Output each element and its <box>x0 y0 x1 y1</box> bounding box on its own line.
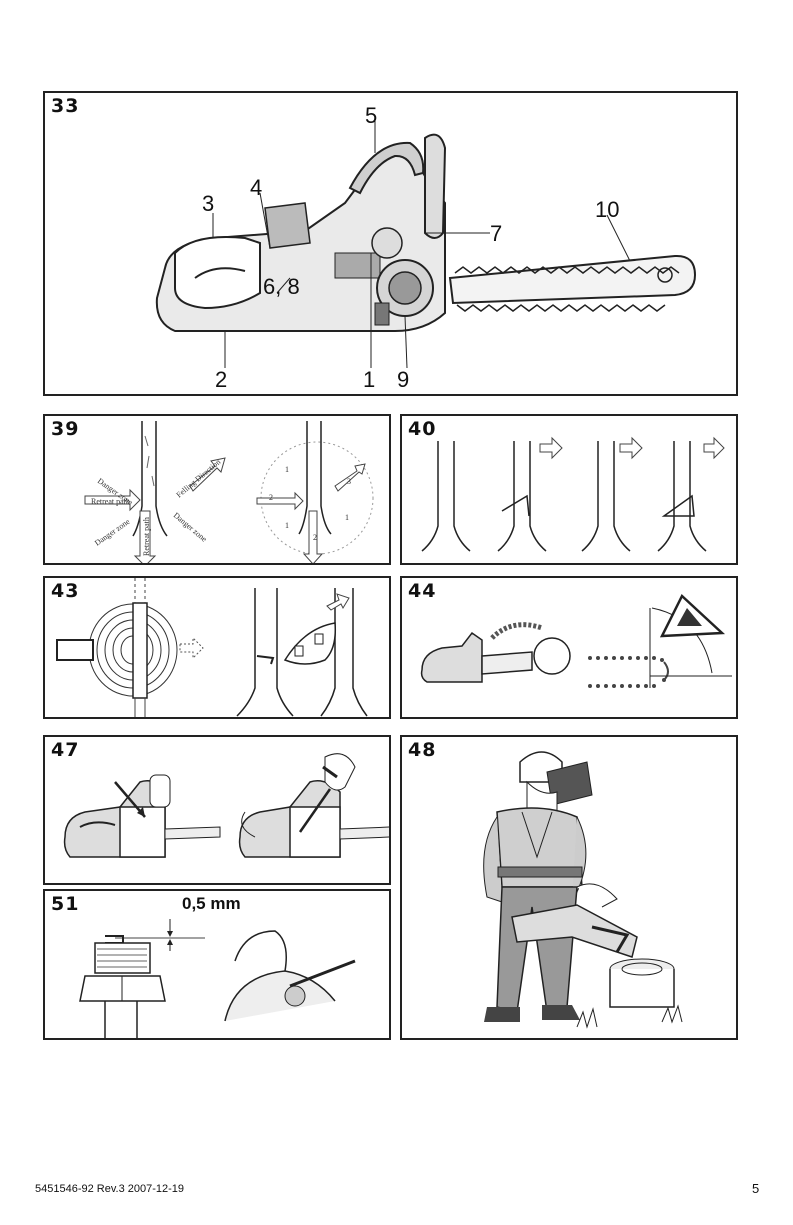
callout-2: 2 <box>215 369 227 391</box>
zone-marker-1b: 1 <box>345 513 349 522</box>
callout-5: 5 <box>365 105 377 127</box>
operator-protective-gear-illustration <box>402 737 738 1040</box>
callout-4: 4 <box>250 177 262 199</box>
callout-9: 9 <box>397 369 409 391</box>
chain-brake-illustration <box>45 737 391 885</box>
zone-marker-3: 3 <box>347 477 351 486</box>
document-reference: 5451546-92 Rev.3 2007-12-19 <box>35 1183 184 1195</box>
danger-zone-label-2: Danger zone <box>93 517 132 548</box>
callout-7: 7 <box>490 223 502 245</box>
callout-6-8: 6, 8 <box>263 276 300 298</box>
kickback-diagram <box>402 578 738 719</box>
callout-10: 10 <box>595 199 619 221</box>
zone-marker-1: 1 <box>285 465 289 474</box>
felling-zones-diagram: Danger zone Felling Direction Retreat pa… <box>45 416 391 565</box>
retreat-path-label-1: Retreat path <box>91 497 130 506</box>
figure-40: 40 <box>400 414 738 565</box>
figure-33: 33 5 4 3 10 7 6, 8 2 1 9 <box>43 91 738 396</box>
figure-51: 51 0,5 mm <box>43 889 391 1040</box>
zone-marker-2: 2 <box>269 493 273 502</box>
felling-notch-sequence <box>402 416 738 565</box>
spark-plug-illustration <box>45 891 391 1040</box>
figure-44: 44 <box>400 576 738 719</box>
figure-48: 48 <box>400 735 738 1040</box>
zone-marker-1c: 1 <box>285 521 289 530</box>
figure-47: 47 <box>43 735 391 885</box>
figure-39: 39 Danger zone Felling Direction Retreat… <box>43 414 391 565</box>
chainsaw-overview-illustration <box>45 93 738 396</box>
figure-43: 43 <box>43 576 391 719</box>
callout-1: 1 <box>363 369 375 391</box>
page-number: 5 <box>752 1181 759 1196</box>
zone-marker-2b: 2 <box>313 533 317 542</box>
danger-zone-label-3: Danger zone <box>172 511 209 544</box>
felling-direction-label: Felling Direction <box>175 457 223 499</box>
callout-3: 3 <box>202 193 214 215</box>
felling-cut-diagram <box>45 578 391 719</box>
retreat-path-label-2: Retreat path <box>142 517 151 556</box>
